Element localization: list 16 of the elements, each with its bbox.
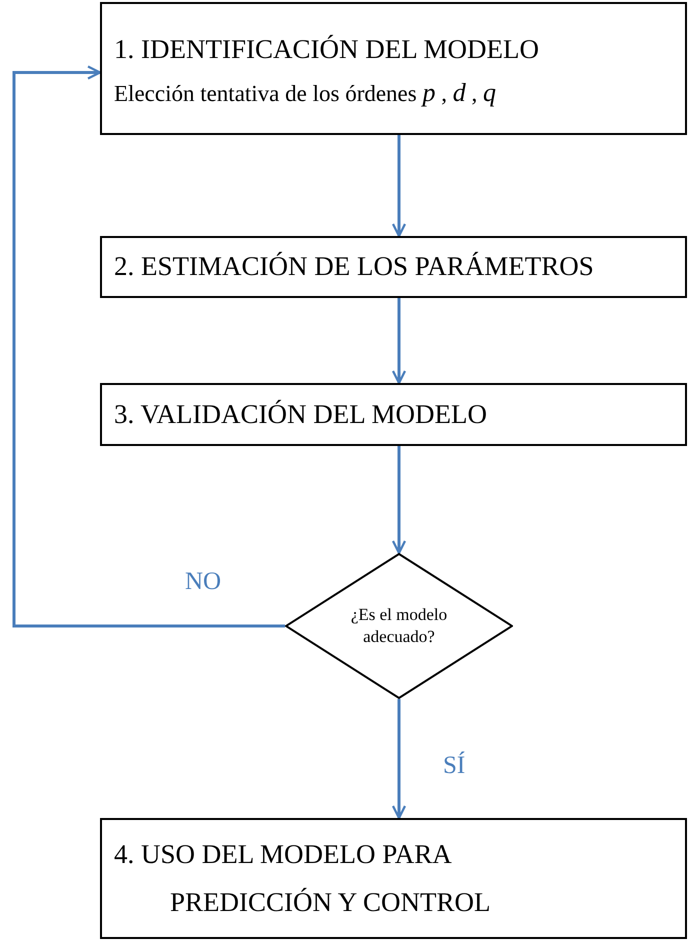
process-box <box>100 383 687 446</box>
step-title: 1. IDENTIFICACIÓN DEL MODELO <box>114 32 540 66</box>
arrow <box>392 298 406 384</box>
arrow <box>392 699 406 820</box>
arrow <box>12 65 285 628</box>
process-box <box>100 2 687 135</box>
decision-text: ¿Es el modelo adecuado? <box>350 604 448 648</box>
decision-diamond <box>285 553 513 699</box>
step-title: 3. VALIDACIÓN DEL MODELO <box>114 398 488 431</box>
process-box <box>100 818 687 939</box>
arrow <box>392 135 406 238</box>
arrow <box>392 446 406 554</box>
step-title: 4. USO DEL MODELO PARA PREDICCIÓN Y CONTROL <box>114 838 492 918</box>
step-title: 2. ESTIMACIÓN DE LOS PARÁMETROS <box>114 250 595 284</box>
step-description: Elección tentativa de los órdenes p , d , q <box>114 78 497 108</box>
process-box <box>100 236 687 298</box>
